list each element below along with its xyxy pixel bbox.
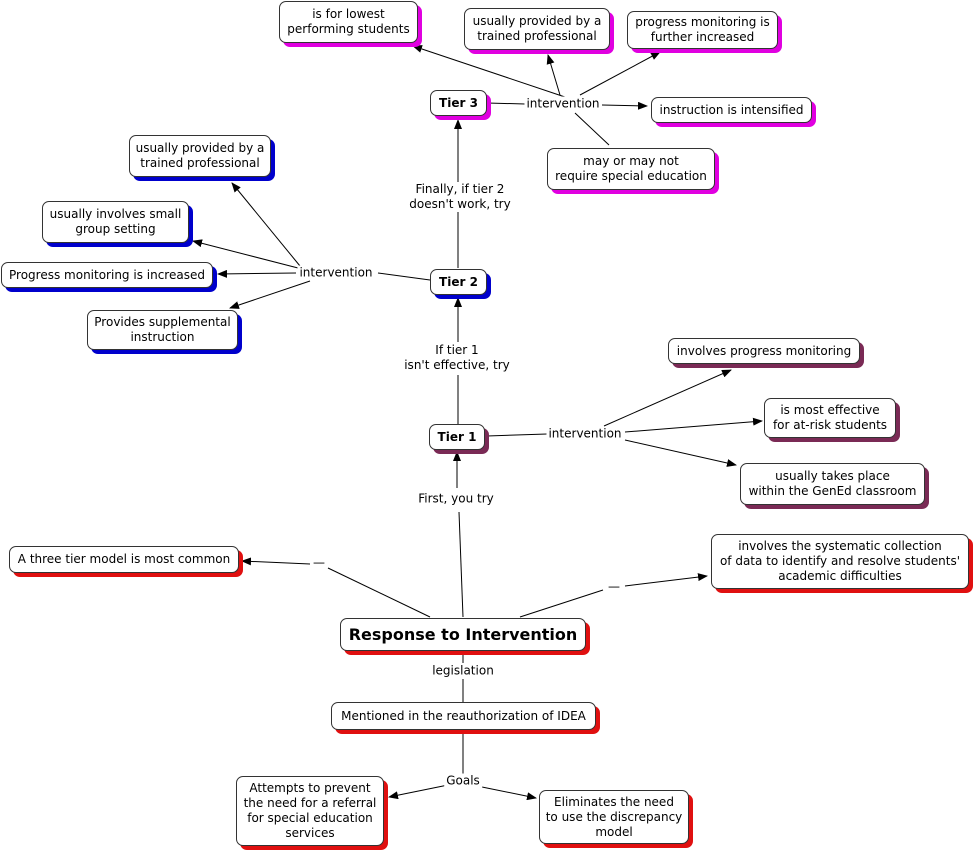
node-text: A three tier model is most common xyxy=(17,552,231,566)
node-text: Mentioned in the reauthorization of IDEA xyxy=(341,708,586,723)
if-tier1-label: If tier 1 isn't effective, try xyxy=(402,343,512,373)
prevent-referral-node[interactable]: Attempts to prevent the need for a refer… xyxy=(236,776,384,846)
dash-left-label: — xyxy=(311,555,327,571)
three-tier-model-node[interactable]: A three tier model is most common xyxy=(9,546,239,573)
systematic-collection-node[interactable]: involves the systematic collection of da… xyxy=(711,534,969,589)
tier-2-node[interactable]: Tier 2 xyxy=(430,269,487,295)
node-text: usually provided by a trained profession… xyxy=(135,141,265,170)
root-title: Response to Intervention xyxy=(348,625,578,644)
dash-right-label: — xyxy=(606,579,622,595)
node-text: Attempts to prevent the need for a refer… xyxy=(243,781,377,840)
first-label: First, you try xyxy=(416,491,496,507)
node-text: may or may not require special education xyxy=(555,154,707,183)
tier-3-node[interactable]: Tier 3 xyxy=(430,90,487,116)
tier1-intervention-label: intervention xyxy=(546,426,624,442)
node-text: progress monitoring is further increased xyxy=(635,15,770,44)
node-text: Eliminates the need to use the discrepan… xyxy=(545,794,683,839)
node-text: usually takes place within the GenEd cla… xyxy=(748,469,917,498)
tier3-lowest-performing-node[interactable]: is for lowest performing students xyxy=(279,1,418,43)
node-text: Provides supplemental instruction xyxy=(94,315,231,344)
tier1-progress-monitoring-node[interactable]: involves progress monitoring xyxy=(668,338,860,364)
discrepancy-model-node[interactable]: Eliminates the need to use the discrepan… xyxy=(539,790,689,844)
node-text: is most effective for at-risk students xyxy=(772,403,888,432)
node-text: Progress monitoring is increased xyxy=(9,267,205,282)
tier2-progress-increased-node[interactable]: Progress monitoring is increased xyxy=(1,262,213,288)
tier3-progress-increased-node[interactable]: progress monitoring is further increased xyxy=(627,11,778,49)
idea-reauthorization-node[interactable]: Mentioned in the reauthorization of IDEA xyxy=(331,702,596,730)
tier3-intensified-node[interactable]: instruction is intensified xyxy=(651,97,812,123)
tier2-trained-professional-node[interactable]: usually provided by a trained profession… xyxy=(129,135,271,177)
node-text: involves progress monitoring xyxy=(676,343,852,358)
tier2-intervention-label: intervention xyxy=(297,265,375,281)
tier2-small-group-node[interactable]: usually involves small group setting xyxy=(42,201,189,243)
tier1-at-risk-node[interactable]: is most effective for at-risk students xyxy=(764,398,896,438)
goals-label: Goals xyxy=(444,773,482,789)
response-to-intervention-node[interactable]: Response to Intervention xyxy=(340,618,586,651)
node-text: usually provided by a trained profession… xyxy=(472,14,602,43)
node-text: involves the systematic collection of da… xyxy=(719,539,961,583)
tier-2-text: Tier 2 xyxy=(439,274,478,289)
tier-1-node[interactable]: Tier 1 xyxy=(429,424,485,450)
tier1-gened-node[interactable]: usually takes place within the GenEd cla… xyxy=(740,463,925,505)
tier-1-text: Tier 1 xyxy=(437,429,477,444)
node-text: instruction is intensified xyxy=(659,102,804,117)
tier3-trained-professional-node[interactable]: usually provided by a trained profession… xyxy=(464,8,610,50)
legislation-label: legislation xyxy=(430,663,496,679)
node-text: is for lowest performing students xyxy=(287,7,410,36)
tier3-intervention-label: intervention xyxy=(524,96,602,112)
tier-3-text: Tier 3 xyxy=(439,95,478,110)
tier2-supplemental-node[interactable]: Provides supplemental instruction xyxy=(87,310,238,350)
finally-label: Finally, if tier 2 doesn't work, try xyxy=(407,182,513,212)
tier3-special-education-node[interactable]: may or may not require special education xyxy=(547,148,715,190)
node-text: usually involves small group setting xyxy=(49,207,182,236)
